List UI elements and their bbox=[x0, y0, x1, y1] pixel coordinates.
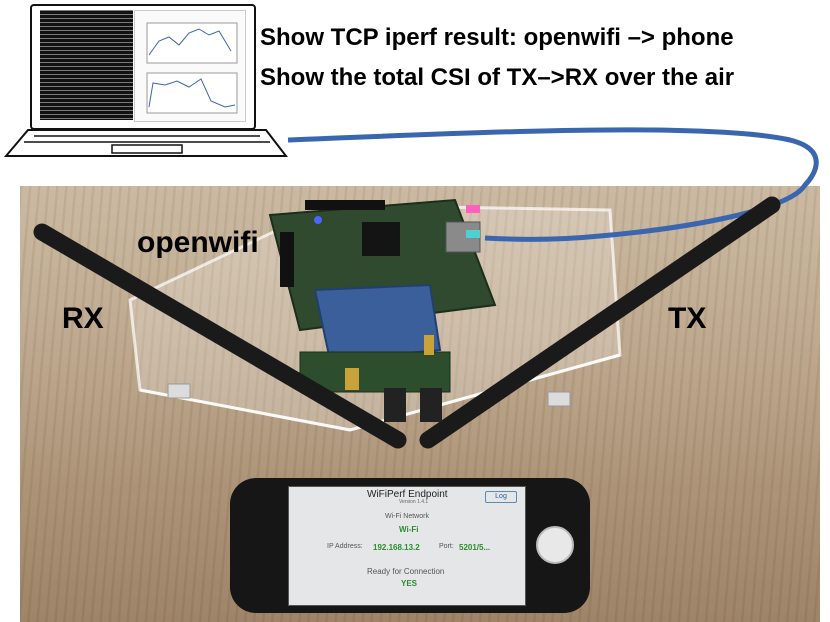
app-version: Version 1.4.1 bbox=[399, 499, 429, 505]
network-value: Wi-Fi bbox=[399, 525, 419, 534]
iperf-plot-line bbox=[148, 28, 232, 56]
app-title: WiFiPerf Endpoint bbox=[367, 489, 448, 500]
csi-plot-line bbox=[148, 78, 236, 108]
laptop-screen bbox=[30, 4, 256, 130]
laptop-base bbox=[4, 129, 288, 157]
rf-board-lower bbox=[299, 351, 451, 393]
caption-csi: Show the total CSI of TX–>RX over the ai… bbox=[260, 64, 735, 91]
iperf-plot-axes bbox=[146, 22, 238, 64]
network-label: Wi-Fi Network bbox=[385, 513, 429, 520]
smartphone: WiFiPerf Endpoint Version 1.4.1 Log Wi-F… bbox=[230, 478, 590, 613]
ip-label: IP Address: bbox=[327, 543, 363, 550]
home-button[interactable] bbox=[536, 526, 574, 564]
ready-label: Ready for Connection bbox=[367, 567, 445, 576]
label-tx: TX bbox=[668, 302, 707, 335]
phone-screen: WiFiPerf Endpoint Version 1.4.1 Log Wi-F… bbox=[288, 486, 526, 606]
heatsink bbox=[362, 222, 400, 256]
ready-value: YES bbox=[401, 579, 418, 588]
port-label: Port: bbox=[439, 543, 454, 550]
plot-figure bbox=[146, 22, 238, 114]
pin-header bbox=[280, 232, 294, 287]
log-button[interactable]: Log bbox=[485, 491, 517, 503]
audio-jack bbox=[466, 205, 480, 213]
csi-plot-axes bbox=[146, 72, 238, 114]
case-foot bbox=[167, 383, 191, 399]
rf-daughterboard bbox=[313, 283, 442, 362]
sma-connector bbox=[345, 368, 359, 390]
rx-antenna-base bbox=[384, 388, 406, 422]
plot-window bbox=[134, 10, 246, 122]
sma-connector bbox=[424, 335, 434, 355]
connector-row bbox=[305, 200, 385, 210]
ip-value: 192.168.13.2 bbox=[373, 543, 420, 552]
tx-antenna-base bbox=[420, 388, 442, 422]
port-value: 5201/5... bbox=[459, 543, 491, 552]
audio-jack bbox=[466, 230, 480, 238]
status-led bbox=[314, 216, 322, 224]
tx-antenna bbox=[419, 196, 781, 449]
label-openwifi: openwifi bbox=[137, 226, 259, 259]
rx-antenna bbox=[33, 223, 407, 449]
case-foot bbox=[547, 391, 571, 407]
ethernet-cable bbox=[287, 127, 819, 242]
label-rx: RX bbox=[62, 302, 104, 335]
laptop bbox=[0, 0, 300, 175]
caption-iperf: Show TCP iperf result: openwifi –> phone bbox=[260, 24, 734, 51]
terminal-window bbox=[40, 10, 133, 120]
